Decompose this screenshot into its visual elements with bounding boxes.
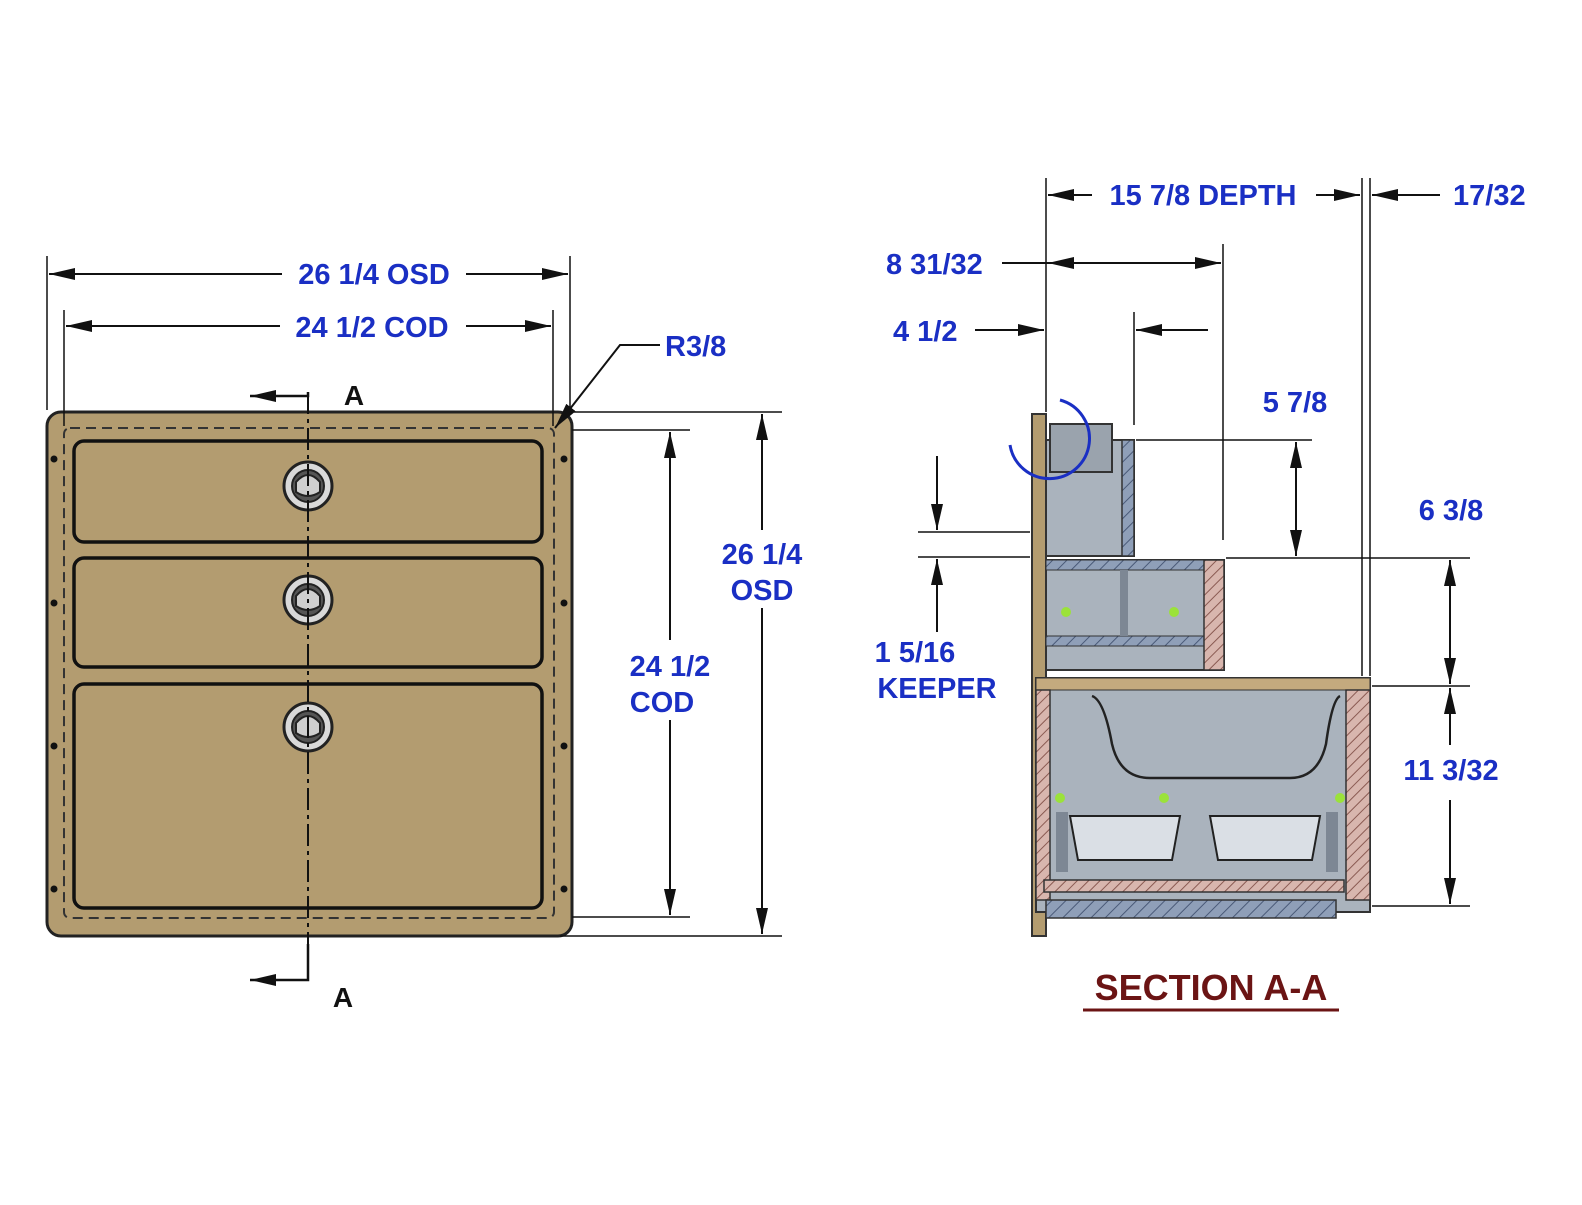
section-middle-drawer-floor <box>1045 635 1225 647</box>
radius-leader <box>554 344 660 429</box>
section-title: SECTION A-A <box>1095 967 1328 1008</box>
height-osd-line1: 26 1/4 <box>722 539 803 571</box>
section-mark-top: A <box>344 380 364 411</box>
front-view: A A 26 1/4 OSD 24 1/2 COD R3/8 24 1/2 CO… <box>45 256 803 1013</box>
section-bottom-top-rail <box>1035 677 1371 691</box>
section-bin-right <box>1208 815 1322 861</box>
height-osd-line2: OSD <box>731 575 794 607</box>
keeper-line1: 1 5/16 <box>875 637 956 669</box>
flange-label: 17/32 <box>1453 180 1526 212</box>
section-bottom-housing <box>1035 677 1371 913</box>
height-cod-line2: COD <box>630 687 694 719</box>
mounting-holes <box>50 455 568 893</box>
section-bin-left <box>1068 815 1182 861</box>
section-bin-support <box>1056 812 1068 872</box>
section-arrow-top <box>250 390 310 402</box>
depth-label: 15 7/8 DEPTH <box>1110 180 1297 212</box>
section-view: 15 7/8 DEPTH 17/32 8 31/32 4 1/2 5 7/8 6… <box>875 178 1526 1012</box>
section-middle-drawer-rail <box>1045 559 1225 571</box>
dim-5-7-8-label: 5 7/8 <box>1263 387 1328 419</box>
width-cod-label: 24 1/2 COD <box>295 312 448 344</box>
section-base-rail <box>1045 899 1337 919</box>
dim-6-3-8-label: 6 3/8 <box>1419 495 1484 527</box>
height-cod-line1: 24 1/2 <box>630 651 711 683</box>
indicator-dot <box>1061 607 1071 617</box>
section-bin-support <box>1326 812 1338 872</box>
indicator-dot <box>1335 793 1345 803</box>
width-osd-label: 26 1/4 OSD <box>298 259 450 291</box>
indicator-dot <box>1055 793 1065 803</box>
indicator-dot <box>1159 793 1169 803</box>
section-floor-rail <box>1043 879 1345 893</box>
section-middle-drawer <box>1045 559 1225 671</box>
detail-circle <box>1008 398 1091 481</box>
section-tray-outline <box>1091 694 1341 780</box>
dim-8-31-32-label: 8 31/32 <box>886 249 983 281</box>
keeper-line2: KEEPER <box>877 673 996 705</box>
section-mark-bottom: A <box>333 982 353 1013</box>
dim-11-3-32-label: 11 3/32 <box>1403 755 1498 787</box>
section-left-wall <box>1035 689 1051 901</box>
indicator-dot <box>1169 607 1179 617</box>
section-middle-divider <box>1120 570 1128 636</box>
section-middle-back-wall <box>1203 559 1225 671</box>
cutout-dashed-outline <box>63 427 555 919</box>
dim-4-1-2-label: 4 1/2 <box>893 316 958 348</box>
corner-radius-label: R3/8 <box>665 331 726 363</box>
section-right-wall <box>1345 689 1371 901</box>
section-arrow-bottom <box>250 944 310 986</box>
section-top-drawer-wall <box>1121 439 1135 557</box>
